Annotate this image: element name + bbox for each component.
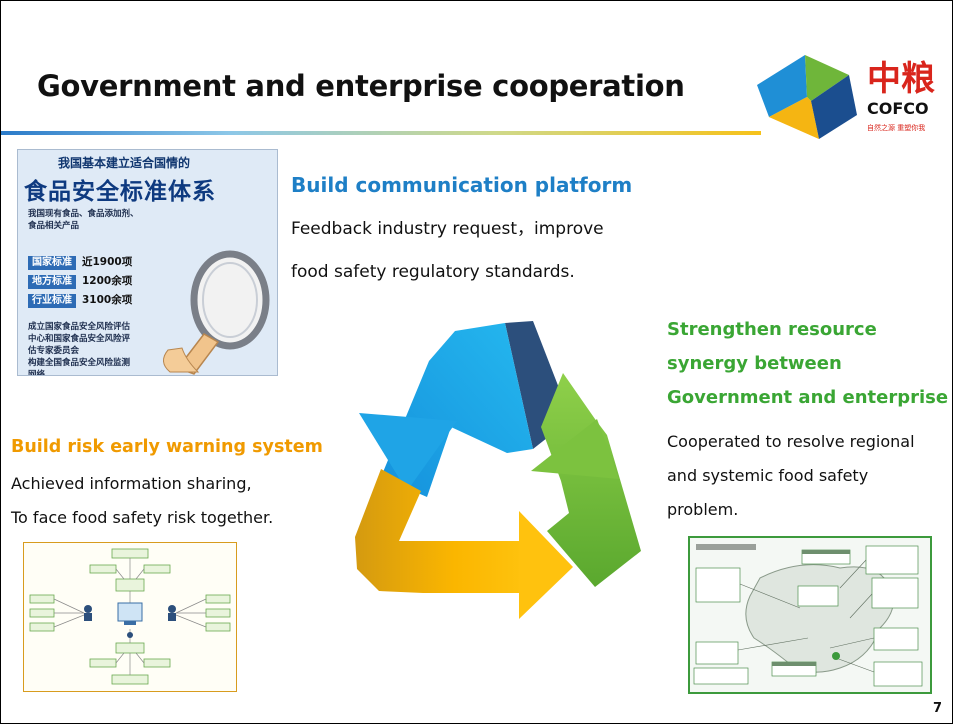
synergy-heading-line-1: Strengthen resource bbox=[667, 319, 877, 340]
poster-row: 行业标准 3100余项 bbox=[28, 288, 132, 308]
synergy-heading: Strengthen resource synergy between Gove… bbox=[667, 313, 948, 415]
poster-line-3: 我国现有食品、食品添加剂、 食品相关产品 bbox=[28, 209, 139, 231]
title-divider bbox=[1, 131, 761, 135]
synergy-heading-line-2: synergy between bbox=[667, 353, 842, 374]
poster-row-tag: 地方标准 bbox=[28, 275, 76, 289]
poster-headline: 食品安全标准体系 bbox=[24, 179, 216, 205]
communication-line-2: food safety regulatory standards. bbox=[291, 262, 575, 282]
logo-chinese-name: 中粮 bbox=[867, 59, 935, 99]
poster-row-tag: 国家标准 bbox=[28, 256, 76, 270]
poster-row-value: 3100余项 bbox=[82, 294, 133, 306]
poster-row-tag: 行业标准 bbox=[28, 294, 76, 308]
magnifier-illustration-icon bbox=[163, 250, 270, 375]
poster-row-value: 近1900项 bbox=[82, 256, 133, 268]
risk-heading: Build risk early warning system bbox=[11, 437, 323, 457]
synergy-heading-line-3: Government and enterprise bbox=[667, 387, 949, 408]
risk-line-2: To face food safety risk together. bbox=[11, 508, 274, 527]
poster-row: 地方标准 1200余项 bbox=[28, 269, 132, 289]
logo-english-name: COFCO bbox=[867, 99, 929, 118]
communication-line-1: Feedback industry request，improve bbox=[291, 219, 604, 239]
food-standards-poster: 我国基本建立适合国情的 食品安全标准体系 我国现有食品、食品添加剂、 食品相关产… bbox=[17, 149, 278, 376]
synergy-line-3: problem. bbox=[667, 500, 739, 519]
risk-line-1: Achieved information sharing, bbox=[11, 474, 252, 493]
slide-title: Government and enterprise cooperation bbox=[37, 69, 685, 103]
cofco-logo-icon bbox=[757, 55, 857, 139]
page-number: 7 bbox=[933, 701, 943, 716]
synergy-line-1: Cooperated to resolve regional bbox=[667, 432, 915, 451]
poster-line-4: 成立国家食品安全风险评估 中心和国家食品安全风险评 估专家委员会 构建全国食品安… bbox=[28, 322, 131, 376]
poster-row: 国家标准近1900项 bbox=[28, 250, 132, 270]
china-regional-map bbox=[688, 536, 932, 694]
poster-row-value: 1200余项 bbox=[82, 275, 133, 287]
information-sharing-diagram bbox=[23, 542, 237, 692]
communication-heading: Build communication platform bbox=[291, 173, 633, 197]
poster-line-1: 我国基本建立适合国情的 bbox=[58, 156, 191, 170]
logo-tagline: 自然之源 重塑你我 bbox=[867, 124, 926, 132]
synergy-line-2: and systemic food safety bbox=[667, 466, 869, 485]
network-diagram-icon bbox=[29, 548, 231, 685]
china-map-icon bbox=[690, 538, 930, 692]
cooperation-cycle-arrows-icon bbox=[355, 321, 641, 619]
